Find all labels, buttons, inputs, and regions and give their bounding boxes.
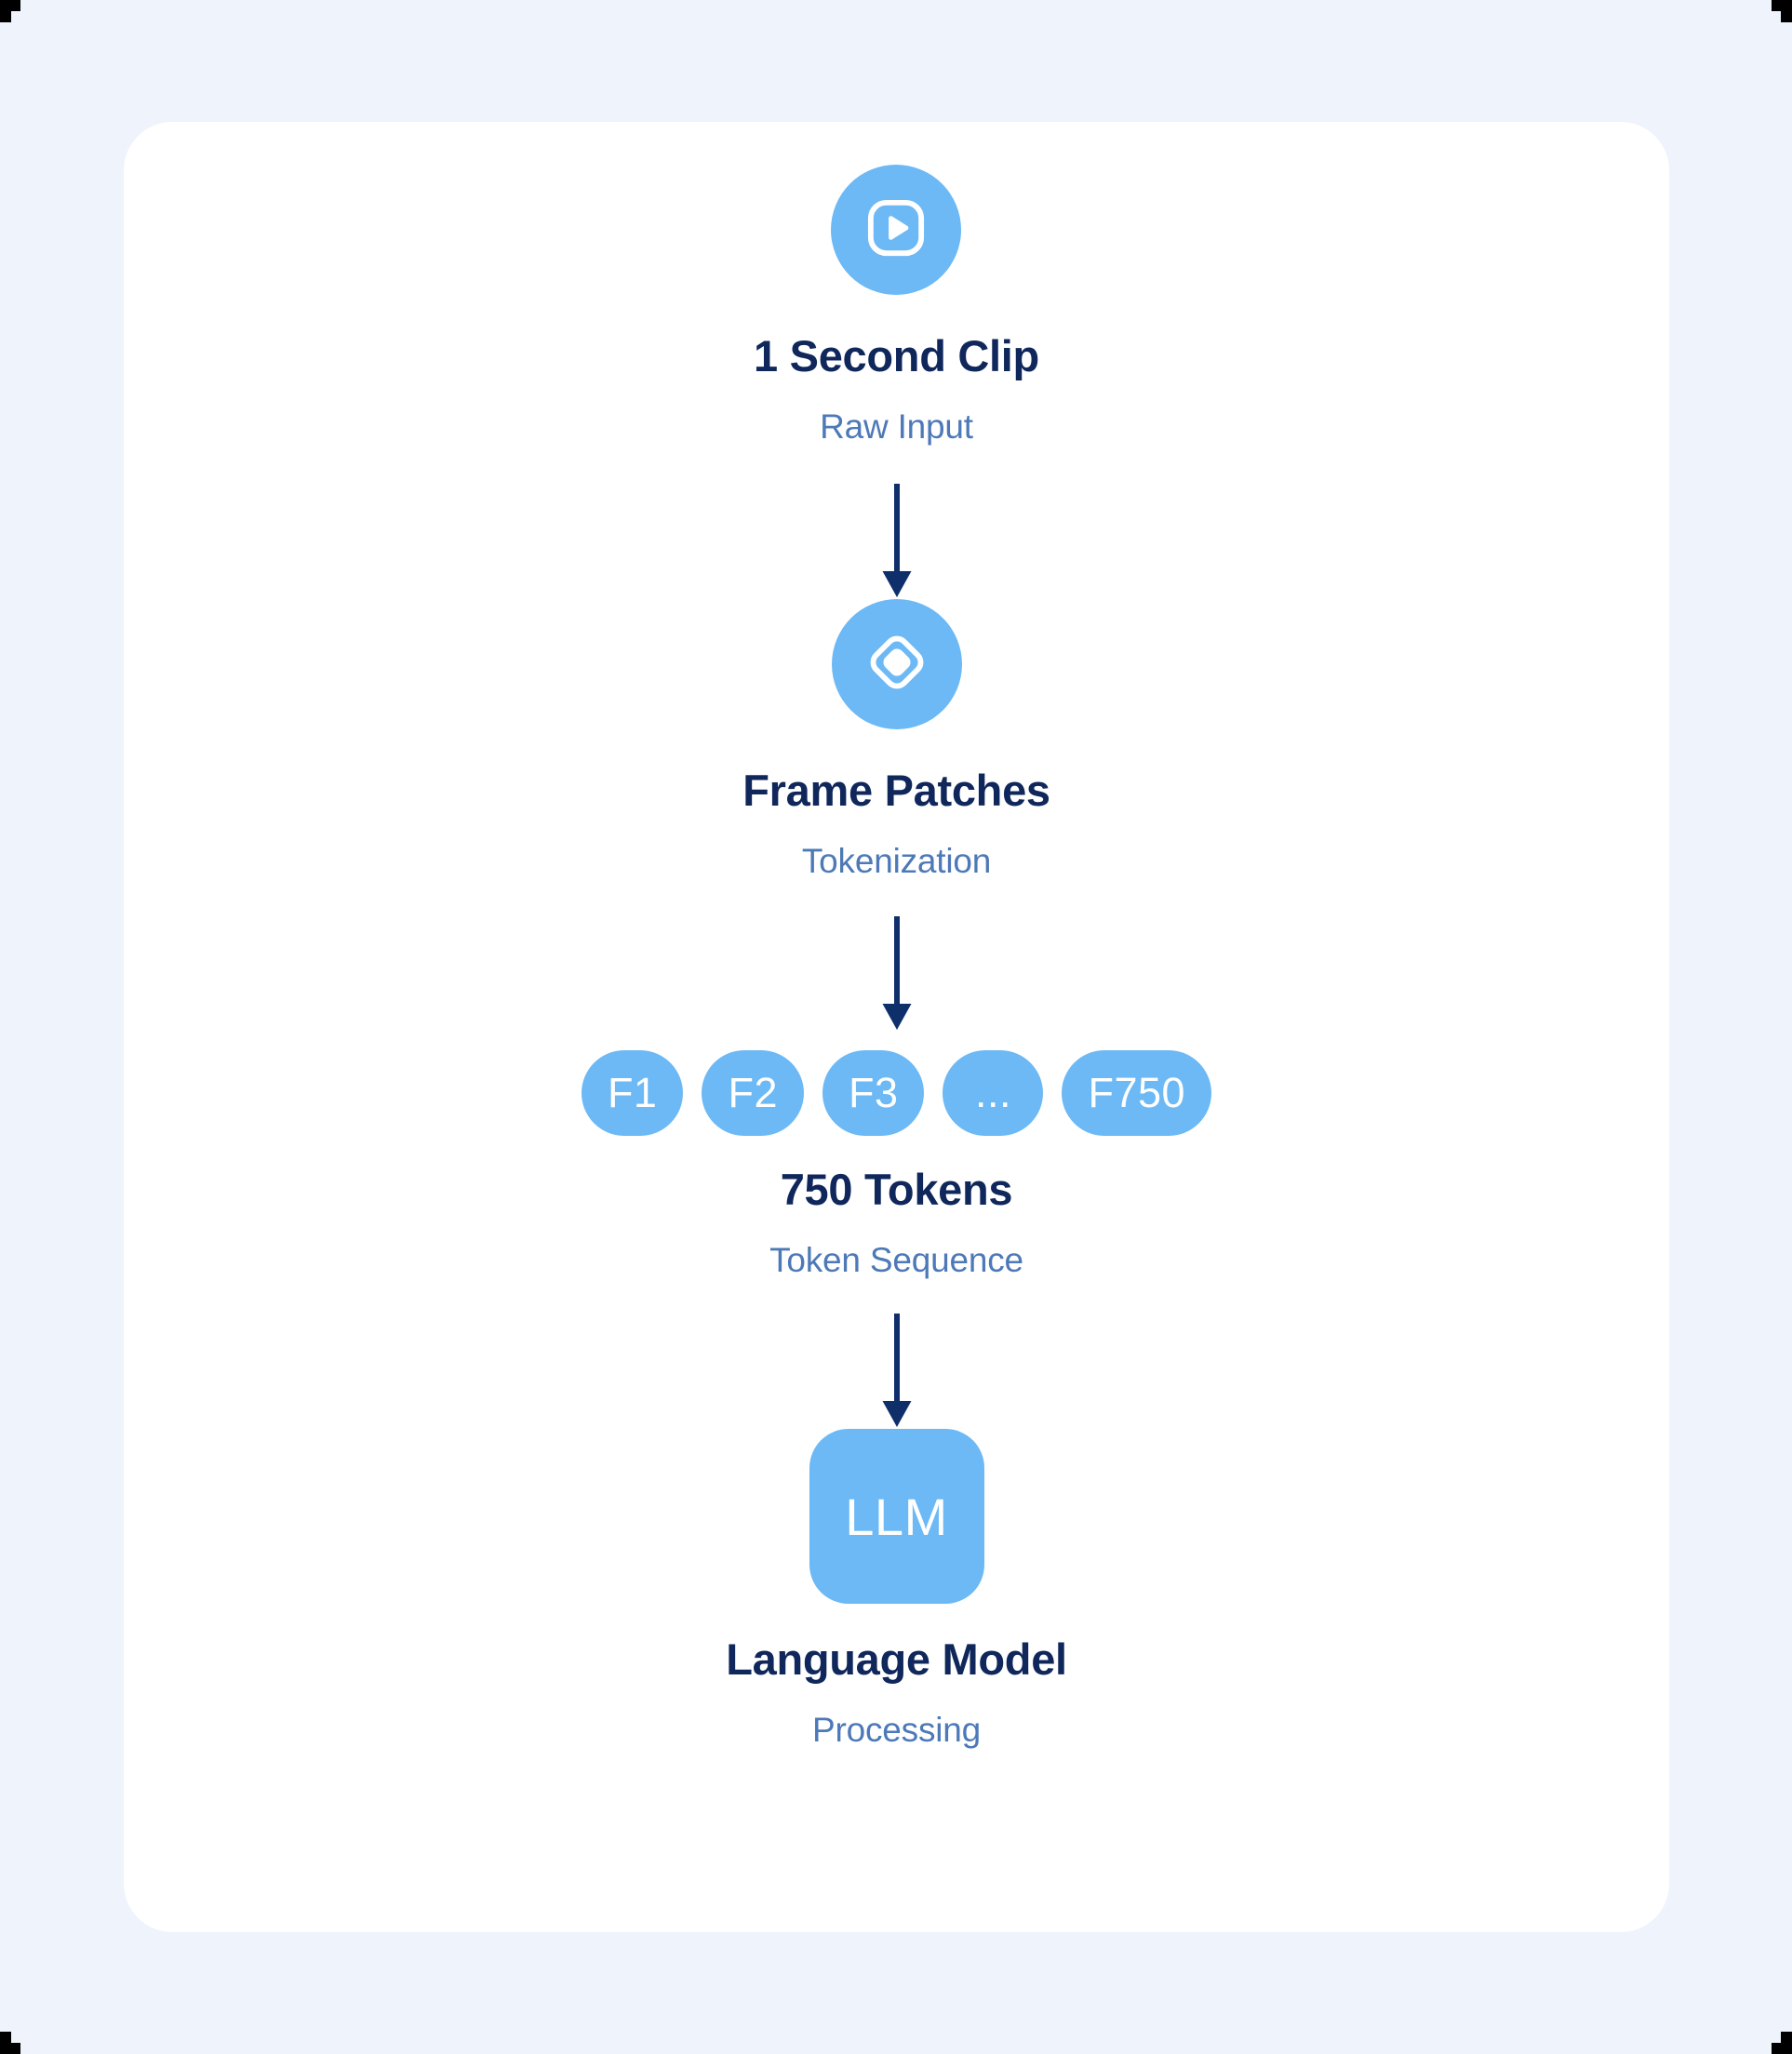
corner-mark-bottom-right [1760, 2022, 1792, 2054]
stage-clip: 1 Second Clip Raw Input [754, 165, 1039, 447]
diagram-card: 1 Second Clip Raw Input Frame Patches To… [124, 122, 1669, 1932]
clip-node[interactable] [831, 165, 962, 295]
stage-tokens: F1 F2 F3 ... F750 750 Tokens Token Seque… [581, 1032, 1212, 1280]
stage-clip-title: 1 Second Clip [754, 331, 1039, 380]
arrow-tokens-to-llm [878, 1314, 916, 1429]
token-pill[interactable]: F3 [822, 1050, 925, 1136]
token-pill-ellipsis[interactable]: ... [943, 1050, 1044, 1136]
stage-frame-patches-subtitle: Tokenization [801, 842, 992, 880]
video-play-icon [862, 193, 930, 267]
stage-frame-patches-title: Frame Patches [742, 766, 1050, 815]
token-pill[interactable]: F1 [581, 1050, 684, 1136]
stage-frame-patches: Frame Patches Tokenization [742, 599, 1050, 881]
llm-node[interactable]: LLM [809, 1429, 984, 1604]
corner-mark-bottom-left [0, 2022, 32, 2054]
stage-tokens-title: 750 Tokens [780, 1165, 1013, 1214]
stage-language-model-subtitle: Processing [811, 1711, 982, 1749]
token-pill[interactable]: F750 [1062, 1050, 1212, 1136]
stage-tokens-subtitle: Token Sequence [769, 1241, 1023, 1279]
stage-language-model: LLM Language Model Processing [726, 1429, 1067, 1750]
arrow-clip-to-patches [878, 484, 916, 599]
diamond-patch-icon [863, 628, 931, 701]
token-pill-row: F1 F2 F3 ... F750 [581, 1050, 1212, 1136]
stage-clip-subtitle: Raw Input [820, 407, 973, 446]
frame-patches-node[interactable] [831, 599, 962, 729]
llm-badge-label: LLM [845, 1487, 948, 1546]
corner-mark-top-right [1760, 0, 1792, 32]
arrow-patches-to-tokens [878, 916, 916, 1032]
corner-mark-top-left [0, 0, 32, 32]
token-pill[interactable]: F2 [702, 1050, 804, 1136]
stage-language-model-title: Language Model [726, 1634, 1067, 1684]
